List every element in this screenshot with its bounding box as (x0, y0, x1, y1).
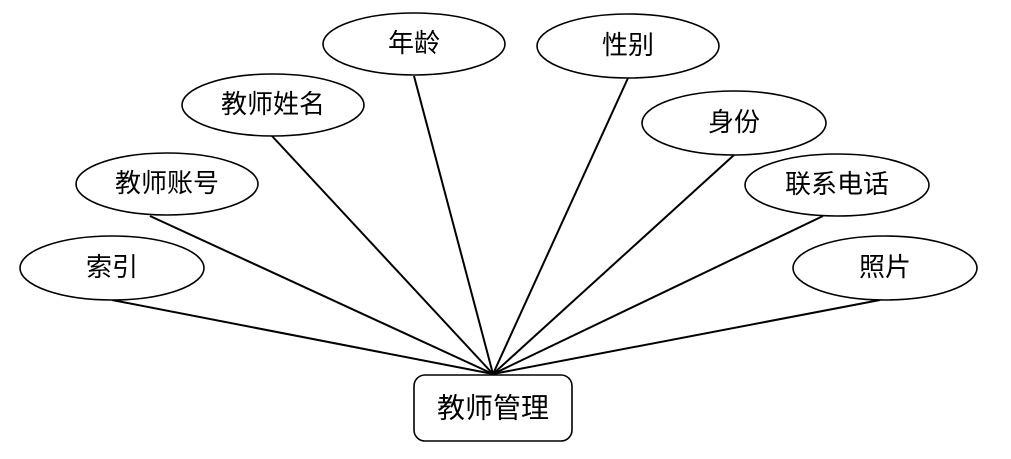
entity-teacher-management-shape (413, 374, 573, 442)
connector-photo (492, 299, 881, 375)
connector-lines (111, 75, 881, 375)
attribute-identity-label: 身份 (708, 108, 760, 138)
attribute-gender-shape (536, 13, 720, 79)
attribute-phone-shape (744, 153, 930, 217)
attribute-photo-label: 照片 (859, 253, 911, 283)
attribute-photo-shape (792, 235, 978, 301)
attribute-gender: 性别 (536, 13, 720, 79)
connector-phone (492, 215, 824, 375)
attribute-identity-shape (641, 90, 827, 156)
connector-identity (492, 154, 735, 375)
attribute-photo: 照片 (792, 235, 978, 301)
attribute-index-label: 索引 (86, 253, 138, 283)
attribute-age-label: 年龄 (388, 29, 440, 59)
attribute-gender-label: 性别 (602, 31, 654, 61)
attribute-teacher-account-label: 教师账号 (115, 169, 219, 199)
attribute-teacher-name-label: 教师姓名 (221, 90, 325, 120)
connector-gender (492, 77, 629, 375)
attribute-teacher-name: 教师姓名 (181, 73, 365, 137)
attribute-age-shape (322, 12, 506, 76)
connector-teacher-account (149, 215, 494, 375)
attribute-identity: 身份 (641, 90, 827, 156)
attribute-index-shape (19, 235, 205, 301)
attribute-phone-label: 联系电话 (785, 170, 889, 200)
entity-teacher-management-label: 教师管理 (437, 392, 549, 425)
connector-teacher-name (271, 135, 494, 375)
attribute-teacher-account: 教师账号 (75, 152, 259, 216)
entity-teacher-management: 教师管理 (413, 374, 573, 442)
connector-index (111, 299, 494, 375)
attribute-index: 索引 (19, 235, 205, 301)
attribute-teacher-name-shape (181, 73, 365, 137)
connector-age (413, 75, 494, 375)
attribute-phone: 联系电话 (744, 153, 930, 217)
attribute-age: 年龄 (322, 12, 506, 76)
attribute-teacher-account-shape (75, 152, 259, 216)
